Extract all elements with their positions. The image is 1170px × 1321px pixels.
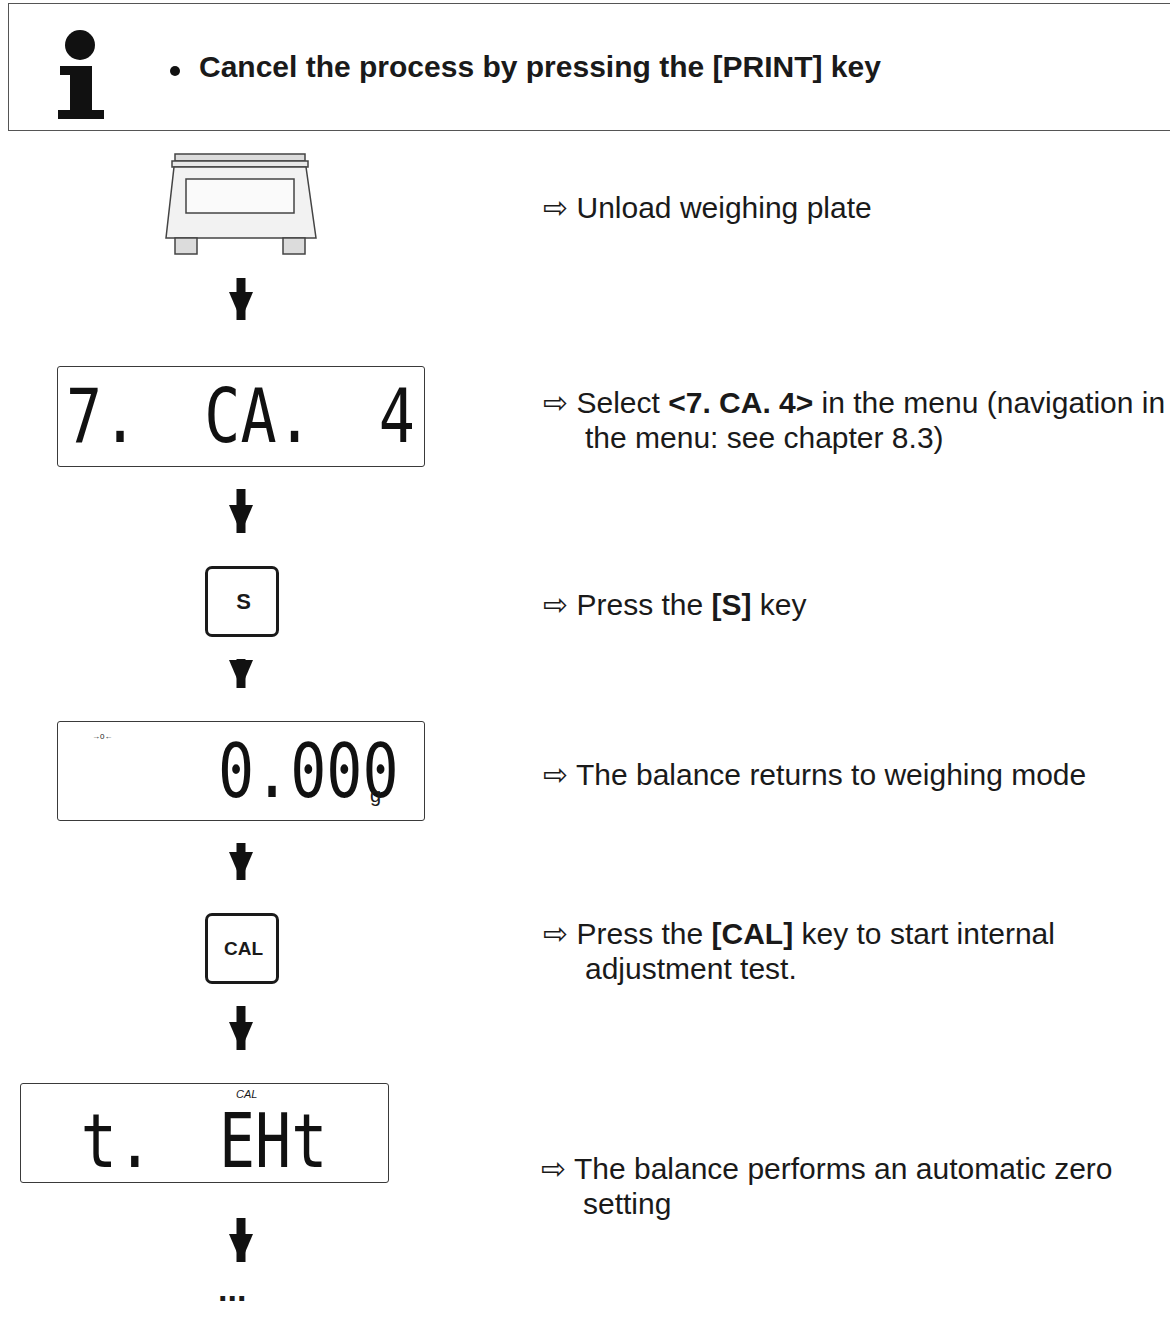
text-span: ⇨ Press the (543, 917, 712, 950)
text-span: ⇨ Select (543, 386, 668, 419)
flow-arrow (237, 843, 246, 880)
instruction-text: ⇨ Press the [CAL] key to start internal … (543, 916, 1103, 986)
text-span: ⇨ Unload weighing plate (543, 191, 872, 224)
instruction-text: ⇨ Unload weighing plate (543, 190, 1163, 225)
continuation-dots: ... (218, 1270, 278, 1308)
scale-illustration (166, 154, 316, 254)
note-box: Cancel the process by pressing the [PRIN… (8, 3, 1170, 131)
bold-span: [CAL] (712, 917, 794, 950)
info-icon (58, 30, 104, 119)
text-span: ... (218, 1270, 246, 1308)
key-button: S (205, 566, 279, 637)
lcd-display: CALt. EHt (20, 1083, 389, 1183)
text-span: →0← (92, 732, 112, 741)
bold-span: [S] (712, 588, 752, 621)
instruction-text: ⇨ The balance returns to weighing mode (543, 757, 1163, 792)
bold-span: <7. CA. 4> (668, 386, 813, 419)
text-span: ⇨ The balance performs an automatic zero… (541, 1152, 1113, 1220)
flow-arrow (237, 278, 246, 320)
zero-indicator: →0← (92, 731, 132, 743)
key-label: S (236, 589, 251, 615)
flow-arrow (237, 489, 246, 533)
flow-arrow (237, 659, 246, 688)
key-label: CAL (224, 938, 263, 960)
instruction-text: ⇨ The balance performs an automatic zero… (541, 1151, 1161, 1221)
text-span: key (752, 588, 807, 621)
flow-arrow (237, 1218, 246, 1262)
text-span: ⇨ Press the (543, 588, 712, 621)
display-text: t. EHt (81, 1097, 328, 1185)
display-text: 7. CA. 4 (66, 372, 415, 460)
lcd-display: 7. CA. 4 (57, 366, 425, 467)
note-text: Cancel the process by pressing the [PRIN… (199, 50, 881, 84)
key-button: CAL (205, 913, 279, 984)
text-span: ⇨ The balance returns to weighing mode (543, 758, 1086, 791)
instruction-text: ⇨ Select <7. CA. 4> in the menu (navigat… (543, 385, 1170, 455)
bullet (170, 66, 180, 76)
unit-label: g (370, 784, 381, 807)
instruction-text: ⇨ Press the [S] key (543, 587, 1163, 622)
flow-arrow (237, 1006, 246, 1050)
